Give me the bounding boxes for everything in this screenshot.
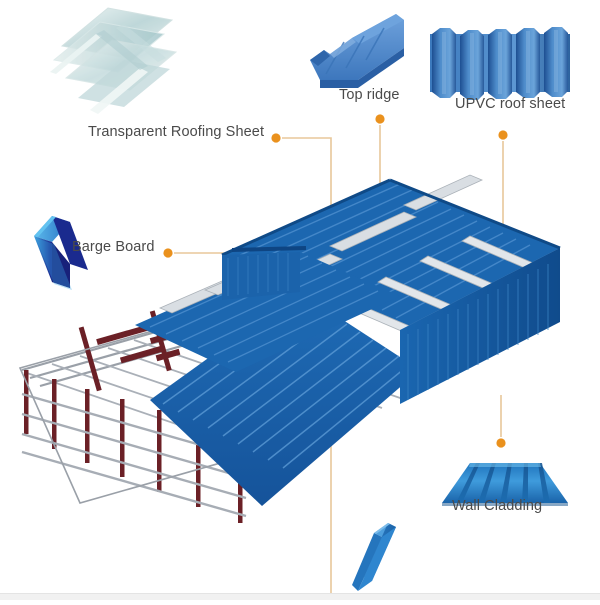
end-wall-cladding <box>400 248 560 404</box>
label-upvc-roof-sheet: UPVC roof sheet <box>455 96 566 112</box>
dot-transparent-roofing-sheet[interactable] <box>271 133 281 143</box>
dot-barge-board[interactable] <box>163 248 173 258</box>
flashing-trim-image <box>352 523 396 591</box>
roof-ridge-line <box>221 178 391 257</box>
bottom-edge-strip <box>0 593 600 600</box>
dot-upvc-roof-sheet[interactable] <box>498 130 508 140</box>
upvc-roof-sheet-image <box>430 27 570 100</box>
mid-roof-block <box>135 246 400 372</box>
top-ridge-image <box>310 14 404 88</box>
roof-ridge-line-2 <box>389 178 561 250</box>
barge-board-image <box>34 216 88 290</box>
wall-cladding-image <box>442 463 568 506</box>
transparent-roofing-sheet-image <box>50 7 178 114</box>
building-illustration <box>18 174 561 523</box>
label-barge-board: Barge Board <box>72 239 155 255</box>
dot-top-ridge[interactable] <box>375 114 385 124</box>
barge-board-target-edge <box>231 246 307 252</box>
label-wall-cladding: Wall Cladding <box>452 498 543 514</box>
label-transparent-roofing-sheet: Transparent Roofing Sheet <box>88 124 265 140</box>
mid-block-side-wall <box>222 252 300 300</box>
leader-dots <box>163 114 508 448</box>
label-top-ridge: Top ridge <box>339 87 400 103</box>
dot-wall-cladding[interactable] <box>496 438 506 448</box>
